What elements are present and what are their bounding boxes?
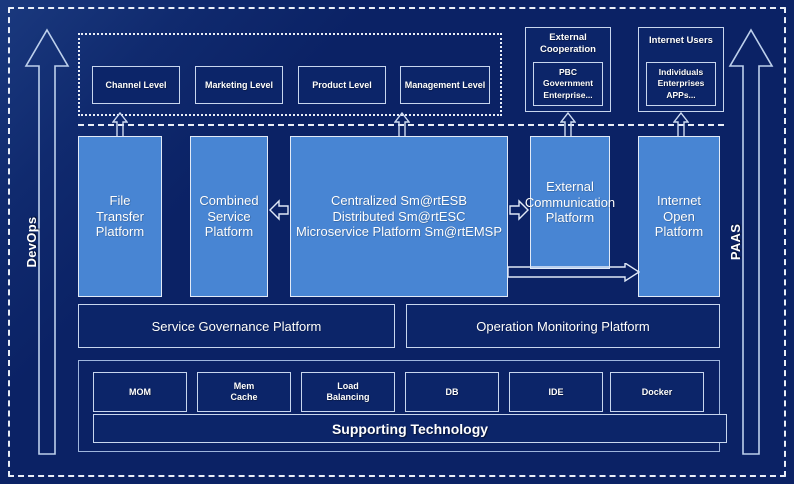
level-label: Management Level — [404, 79, 486, 90]
level-label: Product Level — [312, 79, 372, 90]
band-operation-monitoring[interactable]: Operation Monitoring Platform — [406, 304, 720, 348]
band-label: Service Governance Platform — [151, 318, 322, 334]
level-box-management[interactable]: Management Level — [400, 66, 490, 104]
paas-arrow: PAAS — [728, 26, 774, 458]
tech-label: MOM — [129, 386, 151, 397]
arrow-left-icon — [268, 198, 290, 222]
tech-box-docker[interactable]: Docker — [610, 372, 704, 412]
supporting-technology-label: Supporting Technology — [331, 420, 489, 437]
tech-label: Docker — [641, 386, 673, 397]
level-box-marketing[interactable]: Marketing Level — [195, 66, 283, 104]
tech-label: IDE — [548, 386, 564, 397]
band-service-governance[interactable]: Service Governance Platform — [78, 304, 395, 348]
dashed-separator — [78, 124, 724, 126]
paas-arrow-label: PAAS — [728, 223, 743, 261]
external-cooperation-inner: PBC Government Enterprise... — [533, 62, 603, 106]
internet-users-title: Internet Users — [649, 35, 713, 46]
platform-centralized-esb[interactable]: Centralized Sm@rtESB Distributed Sm@rtES… — [290, 136, 508, 297]
tech-box-ide[interactable]: IDE — [509, 372, 603, 412]
tech-box-db[interactable]: DB — [405, 372, 499, 412]
level-label: Channel Level — [105, 79, 167, 90]
internet-users-inner: Individuals Enterprises APPs... — [646, 62, 716, 106]
supporting-technology-bar[interactable]: Supporting Technology — [93, 414, 727, 443]
up-arrow-icon — [394, 112, 410, 138]
level-label: Marketing Level — [204, 79, 274, 90]
outer-dashed-frame — [8, 7, 786, 477]
arrow-right-long-icon — [508, 263, 640, 285]
level-box-channel[interactable]: Channel Level — [92, 66, 180, 104]
level-box-product[interactable]: Product Level — [298, 66, 386, 104]
tech-box-mom[interactable]: MOM — [93, 372, 187, 412]
devops-arrow-label: DevOps — [24, 216, 39, 268]
up-arrow-icon — [112, 112, 128, 138]
business-levels-group — [78, 33, 502, 116]
supporting-technology-group — [78, 360, 720, 452]
arrow-right-icon — [508, 198, 530, 222]
platform-label: Centralized Sm@rtESB Distributed Sm@rtES… — [295, 192, 503, 240]
external-cooperation-title: External Cooperation — [540, 32, 596, 55]
band-label: Operation Monitoring Platform — [476, 318, 650, 334]
up-arrow-icon — [560, 112, 576, 138]
up-arrow-icon — [673, 112, 689, 138]
devops-arrow: DevOps — [24, 26, 70, 458]
tech-label: DB — [445, 386, 459, 397]
